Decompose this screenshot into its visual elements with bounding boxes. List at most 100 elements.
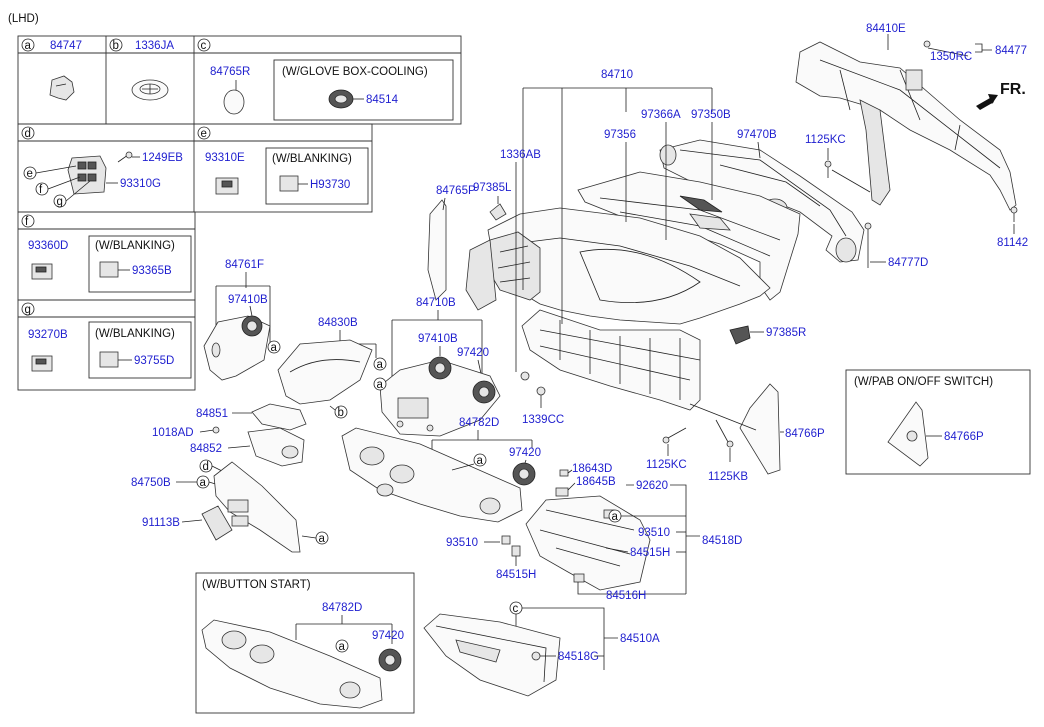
legend-letter-e: e [201, 128, 207, 140]
label-97356: 97356 [604, 129, 636, 141]
label-1336AB: 1336AB [500, 149, 541, 161]
label-1339CC: 1339CC [522, 414, 564, 426]
e-blanking-title: (W/BLANKING) [272, 153, 352, 165]
center-fascia-panel [379, 356, 501, 437]
legend-b-part: 1336JA [135, 40, 174, 52]
label-84830B: 84830B [318, 317, 358, 329]
crash-pad [465, 207, 771, 411]
nut-icon [536, 386, 546, 396]
switch-icon [215, 177, 239, 195]
label-97420-center: 97420 [457, 347, 489, 359]
legend-a-part: 84747 [50, 40, 82, 52]
column-shroud-lower [247, 427, 305, 467]
label-84750B: 84750B [131, 477, 171, 489]
mount-icon [489, 203, 507, 221]
legend-row-4 [17, 299, 196, 391]
label-1125KC-top: 1125KC [805, 134, 846, 146]
label-97410B-left: 97410B [228, 294, 268, 306]
label-84477: 84477 [995, 45, 1027, 57]
lamp-icon [555, 469, 569, 497]
side-cover-left [427, 199, 447, 301]
label-92620: 92620 [636, 480, 668, 492]
g-blanking-box [88, 321, 192, 379]
screw-icon [117, 151, 133, 163]
front-arrow-icon [976, 94, 998, 110]
side-cover-right [739, 383, 781, 475]
e-blanking-box [265, 147, 369, 205]
letter-a-inset: a [339, 641, 346, 653]
defroster-nozzle [577, 171, 801, 301]
legend-f-box-part: 93365B [132, 265, 172, 277]
column-shroud-upper [251, 403, 307, 431]
label-84761F: 84761F [225, 259, 264, 271]
cover-plate [201, 505, 233, 541]
clip-icon [49, 75, 75, 101]
label-97350B: 97350B [691, 109, 731, 121]
bolt-icon [864, 222, 872, 268]
legend-d-sub-e: e [27, 168, 33, 180]
label-97420-inset: 97420 [372, 630, 404, 642]
bolt-icon [923, 40, 931, 48]
label-18645B: 18645B [576, 476, 616, 488]
label-84851: 84851 [196, 408, 228, 420]
legend-e-box-part: H93730 [310, 179, 350, 191]
legend-table [17, 35, 462, 391]
label-1125KB: 1125KB [708, 471, 748, 483]
legend-letter-c: c [201, 40, 207, 52]
label-84852: 84852 [190, 443, 222, 455]
blank-cover-icon [279, 175, 299, 192]
glove-box [423, 613, 561, 697]
label-1350RC: 1350RC [930, 51, 972, 63]
legend-d-part-1: 1249EB [142, 152, 183, 164]
f-blanking-box [88, 235, 192, 293]
bolt-icon [715, 419, 734, 448]
letter-a-center-fascia: a [377, 379, 384, 391]
letter-a-84750B: a [200, 477, 207, 489]
label-97420-middle: 97420 [509, 447, 541, 459]
glovebox-cooling-title: (W/GLOVE BOX-COOLING) [282, 66, 428, 78]
label-91113B: 91113B [142, 517, 180, 529]
screw-icon [199, 426, 220, 434]
label-84410E: 84410E [866, 23, 906, 35]
legend-letters: a b c d e f g [21, 38, 211, 316]
cluster-hood [277, 339, 373, 405]
side-vent-right [729, 325, 751, 345]
label-84710B: 84710B [416, 297, 456, 309]
cowl-cross-bar [795, 41, 1017, 211]
label-84765P: 84765P [436, 185, 476, 197]
grommet-icon [520, 371, 530, 381]
letter-c-glovebox: c [513, 603, 519, 615]
grommet-icon [131, 79, 169, 101]
label-84518D: 84518D [702, 535, 742, 547]
legend-f-part: 93360D [28, 240, 68, 252]
letter-a-84761F: a [271, 342, 278, 354]
label-84782D: 84782D [459, 417, 499, 429]
legend-letter-b: b [113, 40, 119, 52]
legend-c-part: 84765R [210, 66, 250, 78]
legend-letter-g: g [25, 304, 31, 316]
label-97470B: 97470B [737, 129, 777, 141]
letter-a-84830B: a [377, 359, 384, 371]
label-18643D: 18643D [572, 463, 612, 475]
label-81142: 81142 [997, 237, 1028, 249]
bolt-icon [824, 160, 832, 178]
lhd-label: (LHD) [8, 13, 39, 25]
button-start-inset [195, 572, 415, 714]
label-84766P: 84766P [785, 428, 825, 440]
switch-icon [31, 355, 53, 372]
label-1125KC-bottom: 1125KC [646, 459, 687, 471]
label-97385L: 97385L [473, 182, 512, 194]
letter-b-84830B: b [338, 407, 344, 419]
g-blanking-title: (W/BLANKING) [95, 328, 175, 340]
lower-crash-pad-panel [213, 461, 301, 553]
label-1018AD: 1018AD [152, 427, 194, 439]
pab-inset-title: (W/PAB ON/OFF SWITCH) [854, 376, 993, 388]
legend-letter-d: d [25, 128, 31, 140]
blank-cover-icon [99, 261, 119, 278]
pab-cover-icon [887, 401, 929, 467]
label-93510-right: 93510 [638, 527, 670, 539]
letter-a-84782D: a [477, 455, 484, 467]
switch-icon [31, 263, 53, 280]
